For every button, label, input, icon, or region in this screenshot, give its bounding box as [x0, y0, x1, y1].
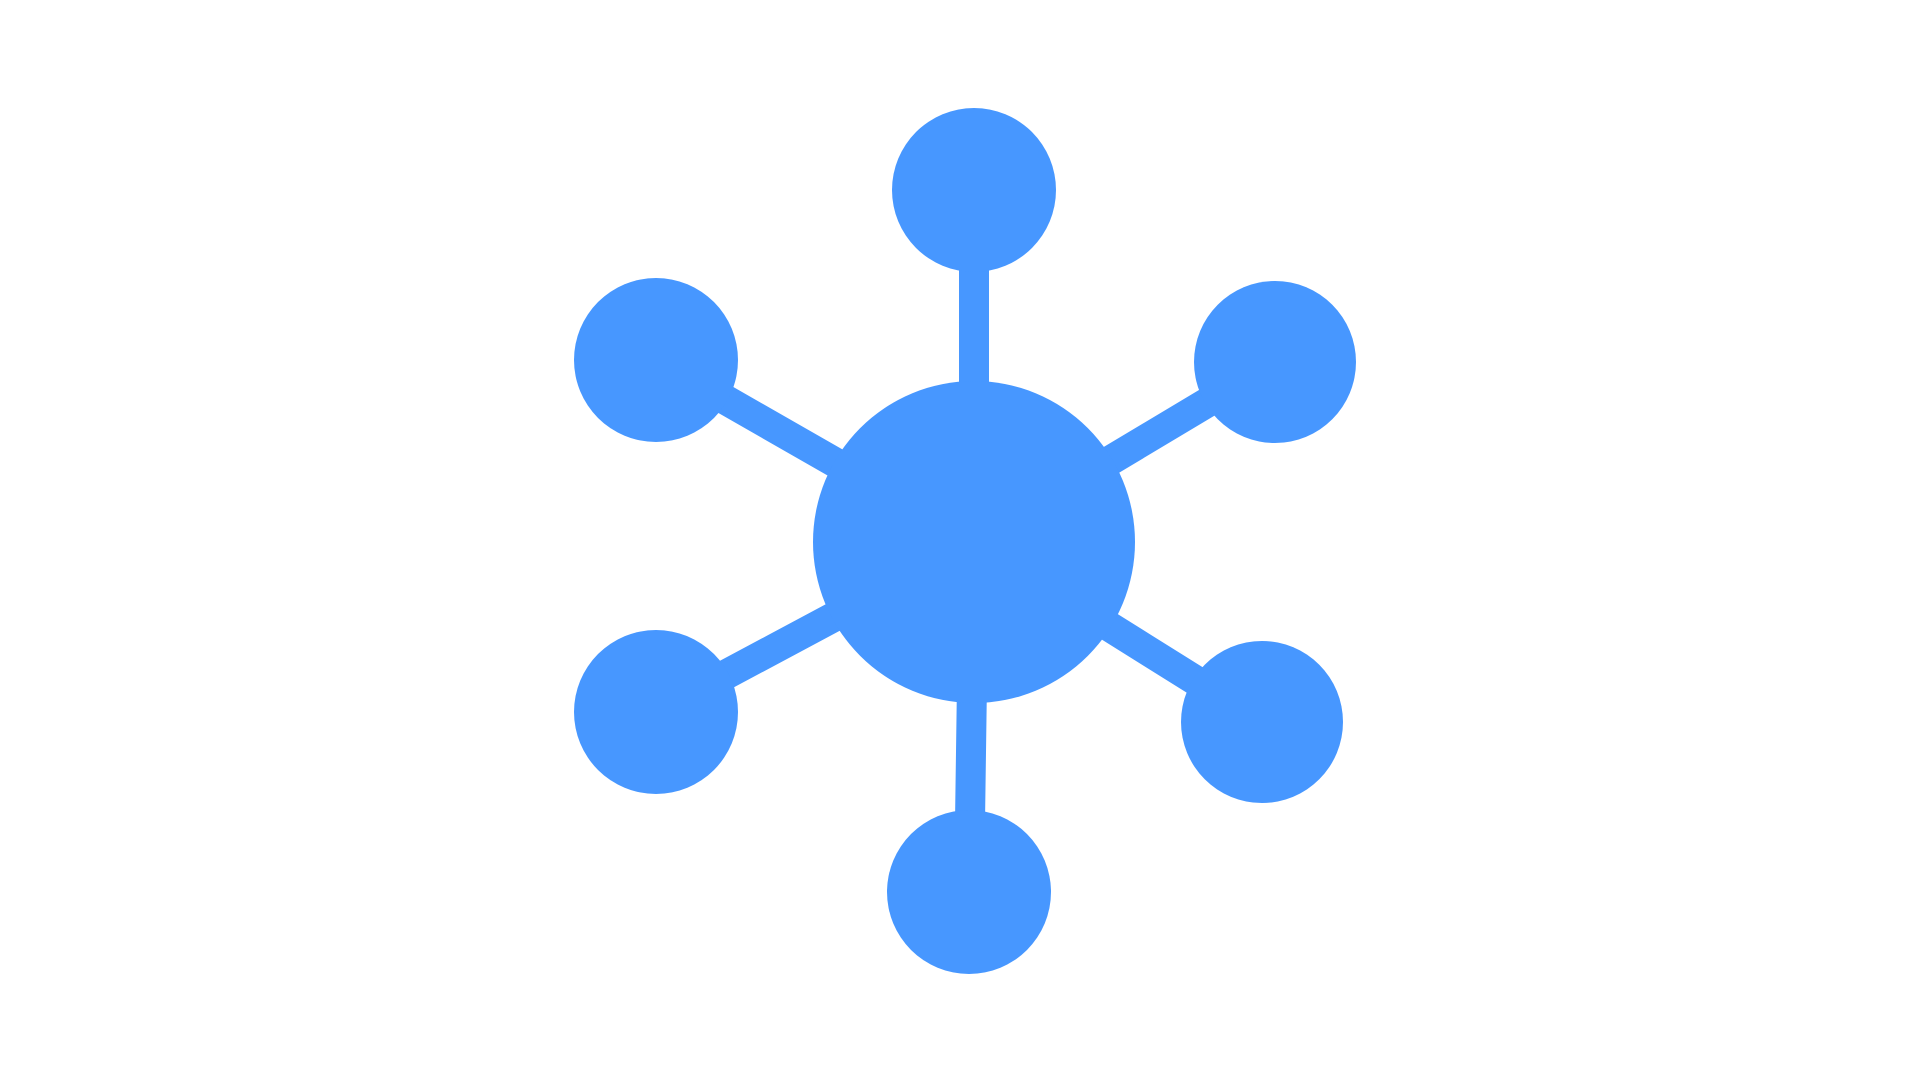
- satellite-node-bottom: [887, 810, 1051, 974]
- satellite-node-lower-right: [1181, 641, 1343, 803]
- satellite-node-top: [892, 108, 1056, 272]
- satellite-node-upper-right: [1194, 281, 1356, 443]
- hub-node: [813, 381, 1135, 703]
- satellite-node-lower-left: [574, 630, 738, 794]
- satellite-node-upper-left: [574, 278, 738, 442]
